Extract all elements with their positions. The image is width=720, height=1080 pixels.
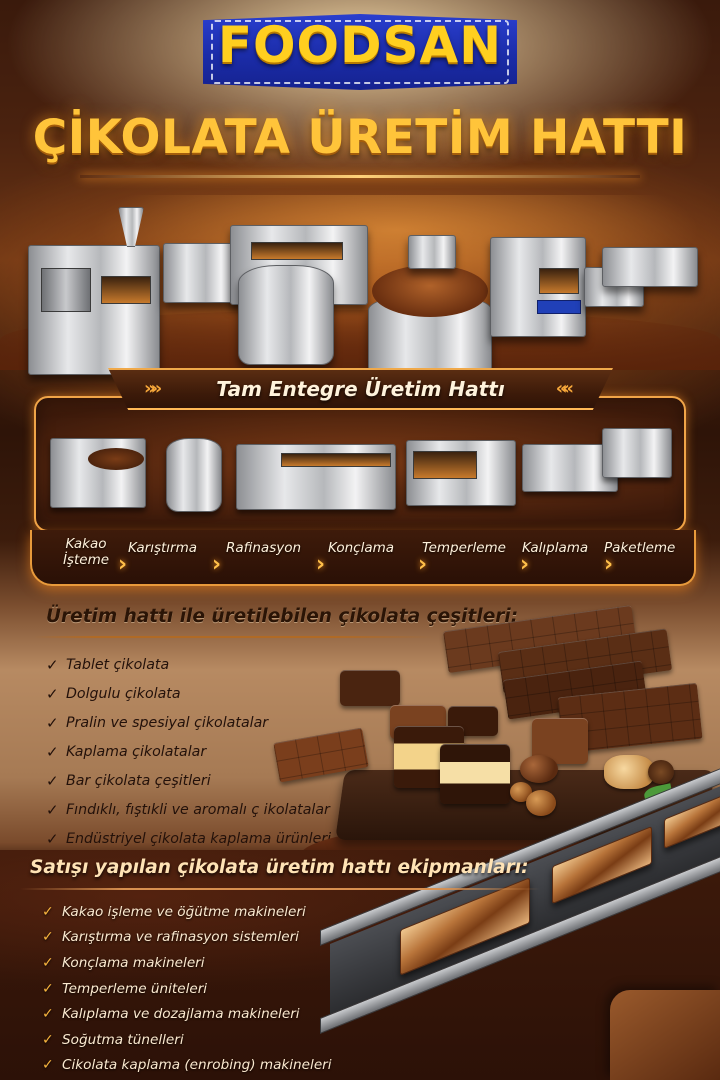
- brand-logo: FOODSAN: [203, 10, 517, 90]
- step-tempering: Temperleme: [422, 540, 506, 556]
- list-item: ✓Kalıplama ve dozajlama makineleri: [42, 1006, 300, 1023]
- list-item: ✓Pralin ve spesiyal çikolatalar: [46, 714, 269, 733]
- packaging-machine-icon: [602, 247, 698, 287]
- check-icon: ✓: [46, 685, 59, 704]
- check-icon: ✓: [46, 656, 59, 675]
- check-icon: ✓: [42, 1057, 54, 1074]
- title-underline-glow: [80, 175, 640, 178]
- varieties-title-rule: [34, 636, 434, 638]
- mixer-tank-icon: [166, 438, 222, 512]
- process-banner-title: Tam Entegre Üretim Hattı: [216, 377, 505, 401]
- list-item: ✓Endüstriyel çikolata kaplama ürünleri: [46, 829, 332, 848]
- logo-text: FOODSAN: [217, 16, 503, 74]
- check-icon: ✓: [42, 903, 54, 920]
- equipment-title: Satışı yapılan çikolata üretim hattı eki…: [30, 857, 529, 878]
- chevron-double-left-icon: ««: [555, 378, 574, 399]
- list-item: ✓Bar çikolata çeşitleri: [46, 772, 211, 790]
- process-banner: »» Tam Entegre Üretim Hattı ««: [108, 368, 613, 410]
- list-item: ✓Fındıklı, fıştıkli ve aromalı ç ikolata…: [46, 800, 330, 819]
- walnut-icon: [648, 760, 674, 784]
- cocoa-bowl-icon: [88, 448, 144, 470]
- step-arrow-icon: ›: [118, 552, 128, 577]
- check-icon: ✓: [46, 772, 59, 790]
- chocolate-chunk-icon: [610, 990, 720, 1080]
- list-item: ✓Temperleme üniteleri: [42, 980, 208, 997]
- list-item: ✓Kaplama çikolatalar: [46, 743, 207, 762]
- logo-badge: [203, 14, 517, 90]
- list-item: ✓Tablet çikolata: [46, 656, 170, 675]
- list-item: ✓Cikolata kaplama (enrobing) makineleri: [42, 1057, 332, 1074]
- process-line-frame: [34, 396, 686, 532]
- process-steps-bar: Kakao İşteme › Karıştırma › Rafinasyon ›…: [30, 530, 696, 586]
- step-arrow-icon: ›: [520, 552, 530, 577]
- step-cocoa-processing: Kakao İşteme: [62, 536, 110, 568]
- check-icon: ✓: [42, 1031, 54, 1048]
- step-arrow-icon: ›: [418, 552, 428, 577]
- packer-icon: [602, 428, 672, 478]
- cocoa-grinder-icon: [50, 438, 146, 508]
- step-packaging: Paketleme: [604, 540, 676, 556]
- filled-chocolate-icon: [440, 744, 510, 804]
- tempering-unit-icon: [408, 235, 456, 269]
- check-icon: ✓: [42, 954, 54, 971]
- check-icon: ✓: [46, 829, 59, 848]
- varieties-list: ✓Tablet çikolata ✓Dolgulu çikolata ✓Pral…: [46, 651, 346, 853]
- page-title: ÇİKOLATA ÜRETİM HATTI: [32, 110, 688, 165]
- chocolate-swirl-icon: [372, 265, 488, 317]
- step-refining: Rafinasyon: [226, 540, 302, 556]
- coconut-piece-icon: [604, 755, 654, 789]
- check-icon: ✓: [42, 980, 54, 997]
- step-conching: Konçlama: [328, 540, 395, 556]
- step-arrow-icon: ›: [316, 552, 326, 577]
- check-icon: ✓: [46, 800, 59, 819]
- oven-machine-icon: [28, 245, 160, 375]
- check-icon: ✓: [42, 1006, 54, 1023]
- conveyor-table-icon: [163, 243, 241, 303]
- list-item: ✓Dolgulu çikolata: [46, 685, 181, 704]
- list-item: ✓Karıştırma ve rafinasyon sistemleri: [42, 929, 299, 946]
- list-item: ✓Konçlama makineleri: [42, 954, 205, 971]
- hazelnut-icon: [526, 790, 556, 816]
- varieties-title: Üretim hattı ile üretilebilen çikolata ç…: [46, 606, 519, 627]
- step-moulding: Kalıplama: [522, 540, 589, 556]
- list-item: ✓Soğutma tünelleri: [42, 1031, 184, 1048]
- step-arrow-icon: ›: [604, 552, 614, 577]
- check-icon: ✓: [46, 714, 59, 733]
- logo-stitch-border: [211, 20, 509, 84]
- check-icon: ✓: [46, 743, 59, 762]
- moulding-machine-icon: [490, 237, 586, 337]
- conche-icon: [406, 440, 516, 506]
- list-item: ✓Kakao işleme ve öğütme makineleri: [42, 903, 306, 920]
- equipment-list: ✓Kakao işleme ve öğütme makineleri ✓Karı…: [42, 899, 362, 1078]
- check-icon: ✓: [42, 929, 54, 946]
- hero-machinery-image: [0, 195, 720, 379]
- step-arrow-icon: ›: [212, 552, 222, 577]
- melting-tank-icon: [238, 265, 334, 365]
- refiner-icon: [236, 444, 396, 510]
- equipment-title-rule: [20, 888, 540, 890]
- almond-icon: [520, 755, 558, 783]
- step-mixing: Karıştırma: [128, 540, 197, 556]
- hopper-icon: [118, 207, 144, 247]
- praline-icon: [340, 670, 400, 706]
